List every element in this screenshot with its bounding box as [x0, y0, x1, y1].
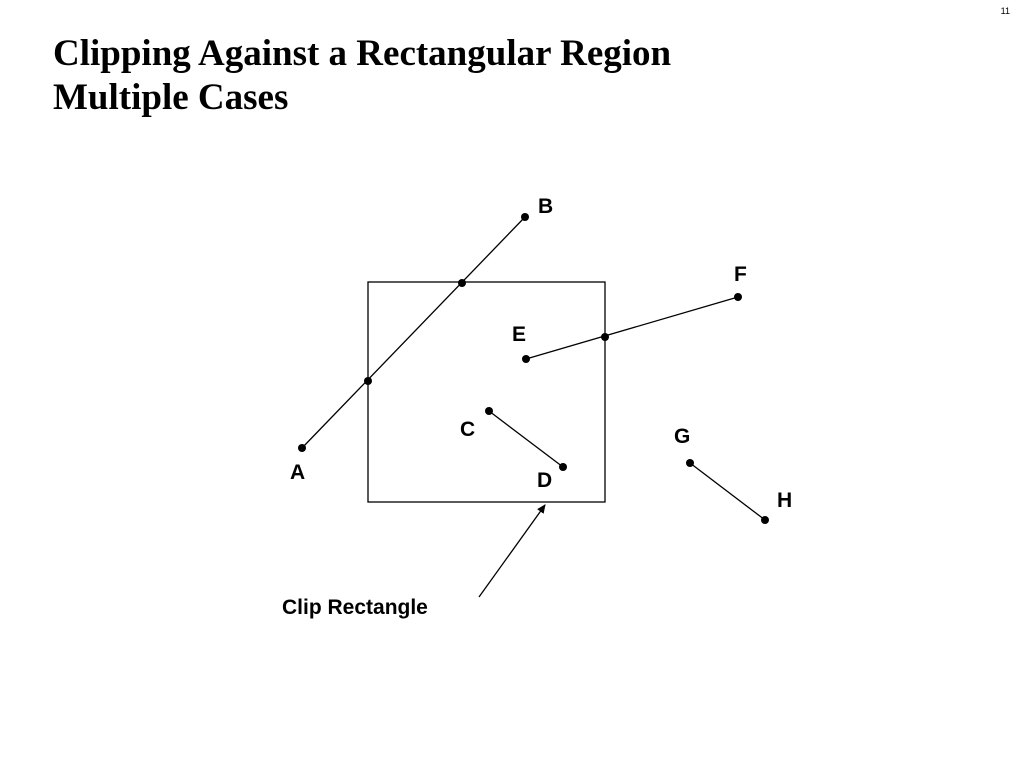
intersection-ef-right	[601, 333, 609, 341]
label-b: B	[538, 195, 553, 218]
title-line-2: Multiple Cases	[53, 77, 289, 118]
intersection-ab-top	[458, 279, 466, 287]
slide-title: Clipping Against a Rectangular Region Mu…	[53, 32, 671, 120]
segment-e-f	[525, 296, 739, 360]
point-c	[485, 407, 493, 415]
label-c: C	[460, 418, 475, 441]
segment-g-h	[689, 462, 766, 521]
label-g: G	[674, 425, 690, 448]
intersection-ab-left	[364, 377, 372, 385]
point-b	[521, 213, 529, 221]
label-d: D	[537, 469, 552, 492]
segment-a-b	[301, 216, 526, 449]
page-number: 11	[1000, 6, 1010, 16]
title-line-1: Clipping Against a Rectangular Region	[53, 33, 672, 74]
clip-arrow	[478, 504, 546, 598]
clip-rectangle-label: Clip Rectangle	[282, 596, 428, 619]
point-h	[761, 516, 769, 524]
clip-rectangle	[367, 281, 606, 503]
point-d	[559, 463, 567, 471]
point-e	[522, 355, 530, 363]
label-h: H	[777, 489, 792, 512]
point-f	[734, 293, 742, 301]
label-f: F	[734, 263, 747, 286]
segment-c-d	[488, 410, 564, 468]
label-e: E	[512, 323, 526, 346]
point-a	[298, 444, 306, 452]
point-g	[686, 459, 694, 467]
label-a: A	[290, 461, 305, 484]
